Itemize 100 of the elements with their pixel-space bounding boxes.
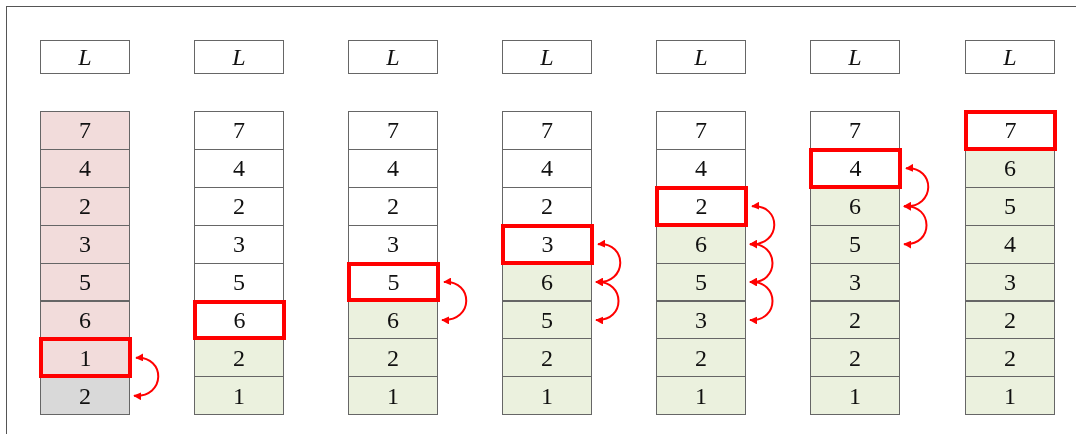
number: 6 — [79, 307, 91, 332]
number: 7 — [849, 118, 861, 143]
number-cell — [656, 338, 746, 378]
number-cell — [347, 261, 440, 303]
label-box — [194, 40, 284, 74]
number: 2 — [79, 383, 91, 408]
number-cell — [40, 186, 130, 226]
number-cell — [348, 186, 438, 226]
number-cell — [348, 148, 438, 188]
curved-arrow — [903, 202, 928, 248]
number-cell — [656, 300, 746, 340]
number: 4 — [849, 156, 862, 181]
number-cell — [39, 337, 132, 379]
number-cell — [965, 186, 1055, 226]
number: 1 — [849, 383, 861, 408]
number: 4 — [233, 156, 245, 181]
number: 4 — [1004, 232, 1016, 257]
number: 5 — [387, 270, 400, 295]
number: 7 — [1004, 118, 1017, 143]
list-label: L — [694, 45, 708, 69]
list-label: L — [232, 45, 246, 69]
number: 2 — [1004, 345, 1016, 370]
number-cell — [964, 110, 1057, 151]
number-cell — [810, 224, 900, 264]
curved-arrow — [133, 354, 160, 400]
number-cell — [965, 148, 1055, 188]
number: 3 — [695, 307, 707, 332]
number: 3 — [541, 232, 554, 257]
number: 2 — [849, 307, 861, 332]
number: 7 — [695, 118, 707, 143]
number: 5 — [541, 307, 553, 332]
number-cell — [810, 300, 900, 340]
curved-arrow — [441, 278, 468, 324]
number: 2 — [1004, 307, 1016, 332]
number-cell — [40, 111, 130, 150]
number-cell — [656, 376, 746, 416]
number-cell — [348, 224, 438, 264]
number: 4 — [541, 156, 553, 181]
number-cell — [348, 300, 438, 340]
number: 5 — [1004, 194, 1016, 219]
list-label: L — [78, 45, 92, 69]
curved-arrow — [749, 240, 774, 286]
number-cell — [348, 338, 438, 378]
number: 4 — [387, 156, 399, 181]
number-cell — [40, 224, 130, 264]
number-cell — [502, 186, 592, 226]
curved-arrow — [903, 164, 930, 210]
number-cell — [809, 147, 902, 189]
number: 6 — [541, 270, 553, 295]
number: 3 — [79, 232, 91, 257]
number-cell — [656, 148, 746, 188]
list-label: L — [848, 45, 862, 69]
number-cell — [502, 148, 592, 188]
number-cell — [40, 300, 130, 340]
number: 7 — [233, 118, 245, 143]
label-box — [965, 40, 1055, 74]
number: 3 — [1004, 270, 1016, 295]
number-cell — [194, 338, 284, 378]
number-cell — [194, 111, 284, 150]
number: 2 — [233, 194, 245, 219]
number-cell — [40, 148, 130, 188]
number: 2 — [849, 345, 861, 370]
list-label: L — [540, 45, 554, 69]
number-cell — [965, 338, 1055, 378]
number-cell — [348, 111, 438, 150]
number: 6 — [1004, 156, 1016, 181]
number: 2 — [541, 345, 553, 370]
label-box — [502, 40, 592, 74]
number: 2 — [541, 194, 553, 219]
number: 6 — [387, 307, 399, 332]
number: 7 — [387, 118, 399, 143]
number-cell — [965, 262, 1055, 302]
number-cell — [810, 186, 900, 226]
label-box — [348, 40, 438, 74]
number-cell — [656, 224, 746, 264]
number-cell — [965, 376, 1055, 416]
number: 3 — [387, 232, 399, 257]
number: 3 — [233, 232, 245, 257]
number: 5 — [233, 270, 245, 295]
number-cell — [40, 376, 130, 416]
number: 2 — [233, 345, 245, 370]
list-label: L — [1003, 45, 1017, 69]
number-cell — [40, 262, 130, 302]
list-label: L — [386, 45, 400, 69]
number-cell — [194, 262, 284, 302]
curved-arrow — [749, 202, 776, 248]
number: 6 — [695, 232, 707, 257]
label-box — [810, 40, 900, 74]
number-cell — [194, 148, 284, 188]
number-cell — [194, 376, 284, 416]
number-cell — [502, 376, 592, 416]
number: 5 — [695, 270, 707, 295]
number-cell — [502, 300, 592, 340]
number: 1 — [1004, 383, 1016, 408]
label-box — [656, 40, 746, 74]
number: 3 — [849, 270, 861, 295]
number-cell — [655, 185, 748, 227]
number: 6 — [849, 194, 861, 219]
number: 4 — [695, 156, 707, 181]
number: 1 — [387, 383, 399, 408]
